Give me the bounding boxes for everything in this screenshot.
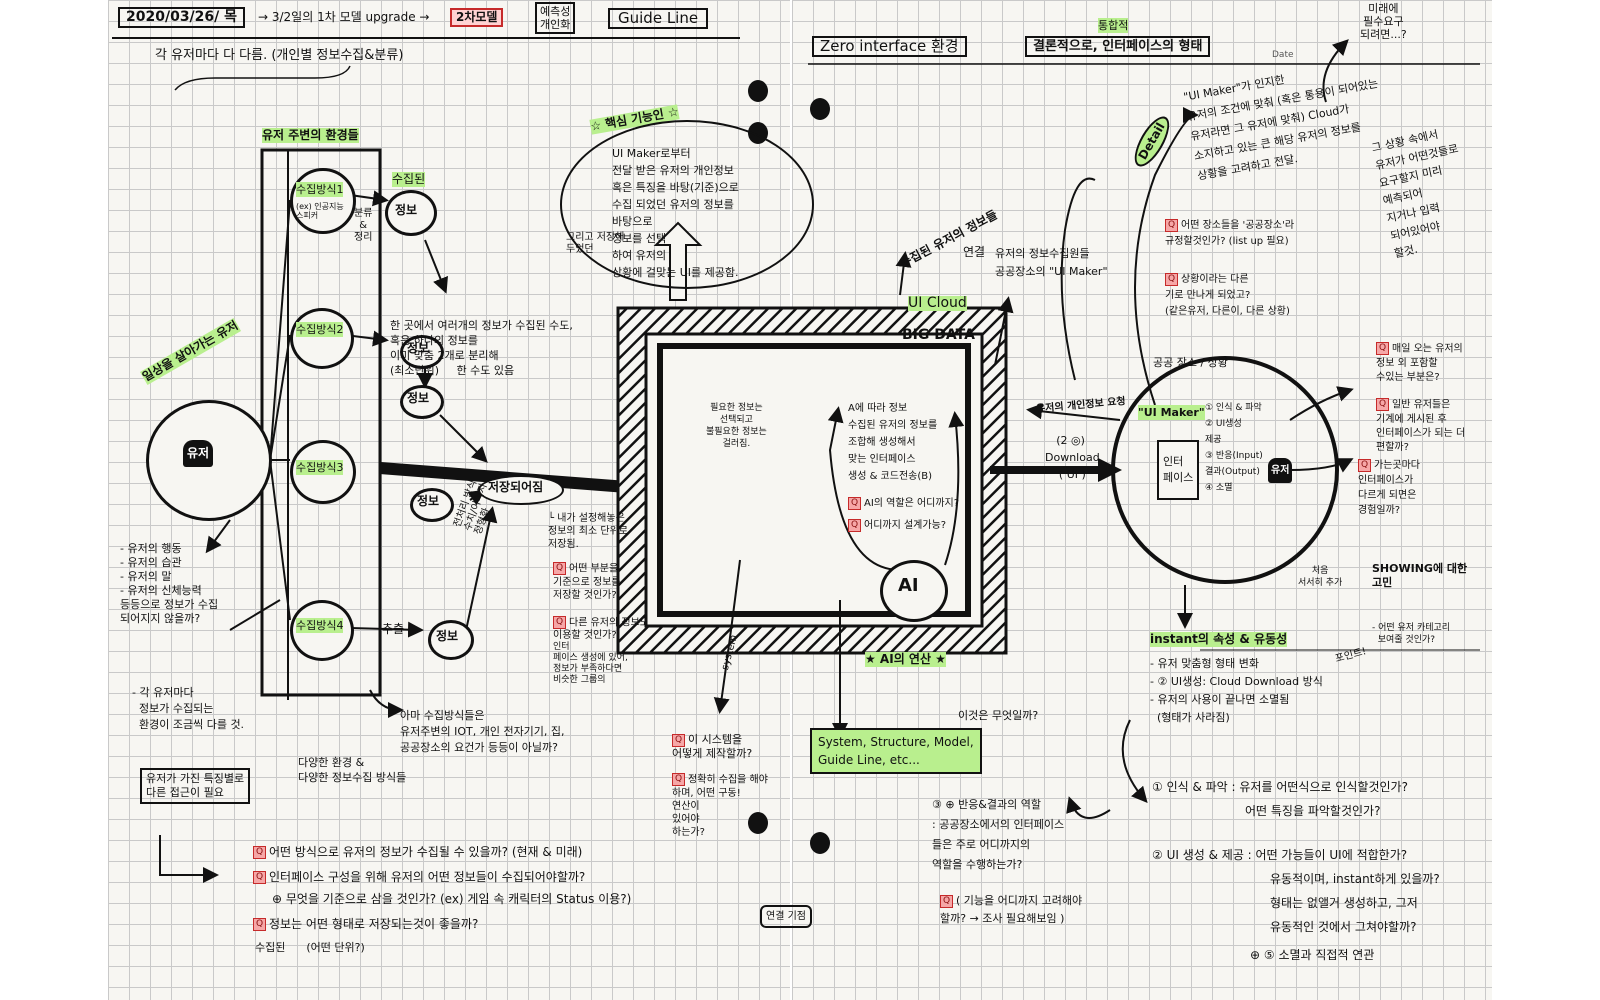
question-icon: Q: [1165, 219, 1178, 232]
question-icon: Q: [672, 734, 685, 747]
public-q: Q어떤 장소들을 '공공장소'라 규정할것인가? (list up 필요): [1165, 218, 1294, 250]
q-system: Q이 시스템을 어떻게 제작할까?: [672, 733, 752, 761]
info-1: 정보: [395, 203, 417, 218]
classify-note: 분류 & 정리: [354, 208, 372, 244]
plus-note-box: 유저가 가진 특징별로 다른 접근이 필요: [140, 768, 250, 804]
question-icon: Q: [253, 918, 266, 931]
storage-q2-sub: 인터 페이스 생성에 있어, 정보가 부족하다면 비슷한 그룹의: [553, 642, 628, 686]
instant-list: - 유저 맞춤형 형태 변화 - ② UI생성: Cloud Download …: [1150, 655, 1323, 727]
behavior-note: - 유저의 행동 - 유저의 습관 - 유저의 말 - 유저의 신체능력 등등으…: [120, 542, 218, 626]
question-icon: Q: [253, 871, 266, 884]
connect-label: 연결: [963, 245, 985, 260]
download-label: (2 ◎) Download ( UI ): [1045, 432, 1100, 483]
ui-maker-link: 유저의 정보수집원들 공공장소의 "UI Maker": [995, 245, 1108, 281]
bottom-q-5: 형태는 없앨거 생성하고, 그저: [1270, 896, 1418, 911]
question-icon: Q: [1358, 459, 1371, 472]
user-figure-right: 유저: [1268, 458, 1292, 483]
each-user-note: - 각 유저마다 정보가 수집되는 환경이 조금씩 다를 것.: [132, 685, 244, 733]
needed-info-note: 필요한 정보는 선택되고 불필요한 정보는 걸러짐.: [706, 402, 767, 450]
storage-note: └ 내가 설정해놓은 정보의 최소 단위로 저장됨.: [548, 512, 628, 551]
question-icon: Q: [1376, 398, 1389, 411]
collect-sub-1: (ex) 인공지능 스피커: [296, 202, 344, 220]
upgrade-note: → 3/2일의 1차 모델 upgrade →: [258, 10, 429, 25]
system-box: System, Structure, Model, Guide Line, et…: [810, 728, 982, 774]
public-place-label: 공공 장소 / 상황: [1153, 355, 1228, 370]
showing-q: - 어떤 유저 카테고리 보여줄 것인가?: [1372, 622, 1450, 646]
date-label: Date: [1272, 48, 1294, 63]
ui-maker-center-label: "UI Maker": [1138, 405, 1205, 420]
instant-title: instant의 속성 & 유동성: [1150, 632, 1287, 647]
subtitle: 각 유저마다 다 다름. (개인별 정보수집&분류): [155, 48, 403, 63]
collect-label-3: 수집방식3: [296, 460, 343, 475]
start-slowly: 처음 서서히 추가: [1298, 565, 1342, 589]
bottom-q-2: 어떤 특징을 파악할것인가?: [1245, 804, 1380, 819]
info-4: 정보: [417, 494, 439, 509]
bottom-q-4: 유동적이며, instant하게 있을까?: [1270, 872, 1440, 887]
question-icon: Q: [940, 895, 953, 908]
env-title: 유저 주변의 환경들: [262, 128, 359, 143]
bottom-q-3: ② UI 생성 & 제공 : 어떤 가능들이 UI에 적합한가?: [1152, 848, 1407, 863]
question-icon: Q: [672, 773, 685, 786]
question-icon: Q: [253, 846, 266, 859]
info-3: 정보: [407, 391, 429, 406]
ai-desc: A에 따라 정보 수집된 유저의 정보를 조합해 생성해서 맞는 인터페이스 생…: [848, 400, 937, 485]
collect-circle-1: [290, 168, 356, 234]
date-box: 2020/03/26/ 목: [118, 7, 245, 28]
role-q2: Q( 기능을 어디까지 고려해야 할까? → 조사 필요해보임 ): [940, 892, 1082, 928]
multi-info-note: 한 곳에서 여러개의 정보가 수집된 수도, 혹은 하나의 정보를 이미 맞춤 …: [390, 318, 573, 378]
bottom-q-1: ① 인식 & 파악 : 유저를 어떤식으로 인식할것인가?: [1152, 780, 1408, 795]
collect-label-1: 수집방식1: [296, 182, 343, 197]
question-3-sub: 수집된 (어떤 단위?): [255, 940, 365, 955]
ai-calc-label: ★ AI의 연산 ★: [865, 652, 946, 667]
ai-label: AI: [898, 576, 919, 596]
collect-label-4: 수집방식4: [296, 618, 343, 633]
what-is-this: 이것은 무엇일까?: [958, 708, 1038, 723]
question-icon: Q: [848, 497, 861, 510]
scrap-label: 연결 기점: [760, 905, 812, 928]
collect-circle-2: [290, 308, 354, 369]
question-2-sub: ⊕ 무엇을 기준으로 삼을 것인가? (ex) 게임 속 캐릭터의 Status…: [272, 892, 631, 907]
zero-interface-box: Zero interface 환경: [812, 36, 967, 57]
bottom-q-7: ⊕ ⑤ 소멸과 직접적 연관: [1250, 948, 1374, 963]
steps-list: ① 인식 & 파악 ② UI생성 제공 ③ 반응(Input) 결과(Outpu…: [1205, 400, 1263, 496]
question-icon: Q: [1165, 273, 1178, 286]
consistent-note: 통합적: [1098, 18, 1128, 33]
bottom-q-6: 유동적인 것에서 그쳐야할까?: [1270, 920, 1416, 935]
user-figure: 유저: [183, 440, 213, 467]
second-model-badge: 2차모델: [450, 8, 503, 27]
conclusion-box: 결론적으로, 인터페이스의 형태: [1025, 36, 1210, 57]
collect-label-2: 수집방식2: [296, 322, 343, 337]
and-store-note: 그리고 저장해 두었던: [566, 232, 624, 256]
role-q: ③ ⊕ 반응&결과의 역할 : 공공장소에서의 인터페이스 들은 주로 어디까지…: [932, 795, 1064, 875]
question-icon: Q: [553, 562, 566, 575]
collection-method-note: 아마 수집방식들은 유저주변의 IOT, 개인 전자기기, 집, 공공장소의 요…: [400, 708, 565, 756]
user-custom-box: 예측성 개인화: [535, 2, 575, 34]
showing-title: SHOWING에 대한 고민: [1372, 562, 1467, 590]
question-icon: Q: [553, 616, 566, 629]
collected-label: 수집된: [392, 172, 425, 187]
interface-box: 인터 페이스: [1157, 440, 1199, 500]
guide-line-box: Guide Line: [608, 8, 708, 29]
ui-maker-desc-left: UI Maker로부터 전달 받은 유저의 개인정보 혹은 특징을 바탕(기준)…: [612, 145, 739, 281]
ui-cloud-label: UI Cloud: [908, 296, 967, 311]
big-data-label: BIG DATA: [902, 328, 975, 343]
info-5: 정보: [436, 629, 458, 644]
essential-note: 미래에 필수요구 되려면...?: [1360, 2, 1407, 41]
diverse-env-note: 다양한 환경 & 다양한 정보수집 방식들: [298, 755, 406, 785]
extract-label: 추출: [382, 622, 404, 637]
question-icon: Q: [1376, 342, 1389, 355]
question-icon: Q: [848, 519, 861, 532]
